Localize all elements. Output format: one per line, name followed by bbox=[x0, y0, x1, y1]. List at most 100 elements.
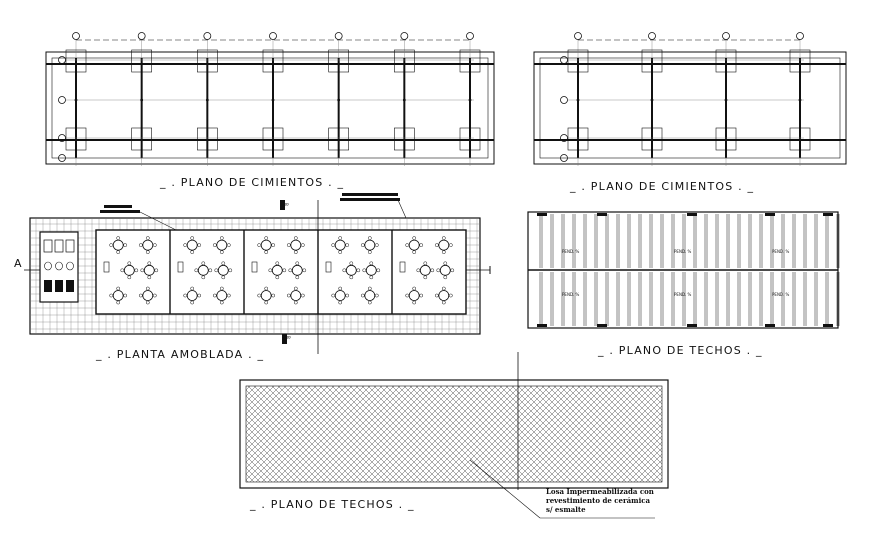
grid-bubble bbox=[334, 32, 343, 40]
round-table bbox=[334, 290, 346, 301]
footing bbox=[715, 49, 737, 73]
chair bbox=[271, 293, 276, 298]
toilet-fixtures bbox=[43, 239, 75, 292]
footing bbox=[328, 49, 349, 73]
round-table bbox=[438, 239, 450, 251]
column-dot bbox=[724, 98, 728, 102]
section-cut-b-bottom: B bbox=[286, 336, 291, 339]
chair bbox=[419, 243, 424, 247]
chair bbox=[116, 250, 121, 254]
chair bbox=[331, 293, 336, 298]
chair bbox=[423, 261, 428, 266]
footing bbox=[789, 127, 811, 151]
chair bbox=[212, 293, 217, 298]
chair bbox=[436, 268, 441, 273]
round-table bbox=[365, 264, 377, 276]
chair bbox=[127, 261, 132, 266]
chair bbox=[219, 236, 224, 240]
footing bbox=[262, 127, 284, 151]
chair bbox=[183, 293, 188, 298]
chair bbox=[212, 243, 217, 247]
chair bbox=[295, 261, 300, 266]
round-table bbox=[186, 239, 198, 251]
footing bbox=[567, 49, 589, 73]
foundation-plan-right: _ . PLANO DE CIMIENTOS . _ bbox=[533, 32, 847, 193]
chair bbox=[138, 293, 143, 298]
column-dot bbox=[271, 98, 275, 102]
chair bbox=[221, 275, 226, 280]
chair bbox=[302, 268, 307, 273]
roof-joists bbox=[539, 214, 840, 326]
chair bbox=[288, 268, 293, 273]
roof-slab-title: _ . PLANO DE TECHOS . _ bbox=[249, 498, 415, 511]
chair bbox=[360, 293, 365, 298]
grid-bubble bbox=[269, 32, 277, 40]
round-table bbox=[438, 290, 450, 301]
footing bbox=[197, 49, 218, 73]
chair bbox=[405, 243, 410, 247]
chair bbox=[145, 236, 150, 240]
chair bbox=[295, 275, 300, 280]
grid-bubble bbox=[560, 56, 568, 64]
chair bbox=[201, 261, 206, 266]
grid-bubble bbox=[72, 32, 80, 40]
column-dot bbox=[205, 98, 209, 102]
column-dot bbox=[74, 98, 78, 102]
chair bbox=[264, 300, 269, 305]
grid-bubble bbox=[137, 32, 146, 40]
footing bbox=[567, 127, 589, 151]
chair bbox=[152, 243, 157, 247]
footing bbox=[65, 49, 87, 73]
round-table bbox=[290, 239, 302, 251]
grid-bubble bbox=[58, 96, 66, 104]
chair bbox=[109, 243, 114, 247]
chair bbox=[374, 293, 379, 298]
desk bbox=[399, 261, 406, 273]
chair bbox=[423, 275, 428, 280]
grid-bubble bbox=[796, 32, 804, 40]
roof-framing-plan: PEND. % PEND. % PEND. % PEND. % PEND. % … bbox=[527, 211, 840, 357]
chair bbox=[293, 236, 298, 240]
chair bbox=[286, 243, 291, 247]
footing bbox=[131, 49, 152, 73]
desk bbox=[177, 261, 184, 273]
grid-bubble bbox=[58, 56, 66, 64]
chair bbox=[208, 268, 213, 273]
chair bbox=[226, 243, 231, 247]
chair bbox=[367, 236, 372, 240]
chair bbox=[264, 250, 269, 254]
footing bbox=[65, 127, 87, 151]
column-dot bbox=[798, 98, 802, 102]
chair bbox=[405, 293, 410, 298]
footing bbox=[394, 49, 415, 73]
chair bbox=[367, 286, 372, 291]
chair bbox=[300, 293, 305, 298]
chair bbox=[338, 236, 343, 240]
chair bbox=[367, 300, 372, 305]
washbasin bbox=[44, 261, 52, 271]
column-dot bbox=[337, 98, 341, 102]
footings bbox=[65, 49, 481, 151]
foundation-plan-right-title: _ . PLANO DE CIMIENTOS . _ bbox=[569, 180, 754, 193]
chair bbox=[138, 243, 143, 247]
footing bbox=[197, 127, 218, 151]
washbasin bbox=[66, 261, 74, 271]
chair bbox=[338, 250, 343, 254]
beam-cap bbox=[765, 324, 775, 327]
chair bbox=[197, 293, 202, 298]
table-sets bbox=[109, 236, 455, 305]
chair bbox=[271, 243, 276, 247]
grid-bubble bbox=[574, 32, 582, 40]
slope-label: PEND. % bbox=[772, 292, 790, 297]
chair bbox=[331, 243, 336, 247]
chair bbox=[116, 300, 121, 305]
chair bbox=[434, 243, 439, 247]
chair bbox=[190, 236, 195, 240]
toilet-stall bbox=[66, 280, 74, 292]
chair bbox=[145, 250, 150, 254]
roof-slab-outline bbox=[239, 379, 669, 489]
chair bbox=[356, 268, 361, 273]
footing bbox=[789, 49, 811, 73]
chair bbox=[293, 286, 298, 291]
footing bbox=[459, 127, 481, 151]
